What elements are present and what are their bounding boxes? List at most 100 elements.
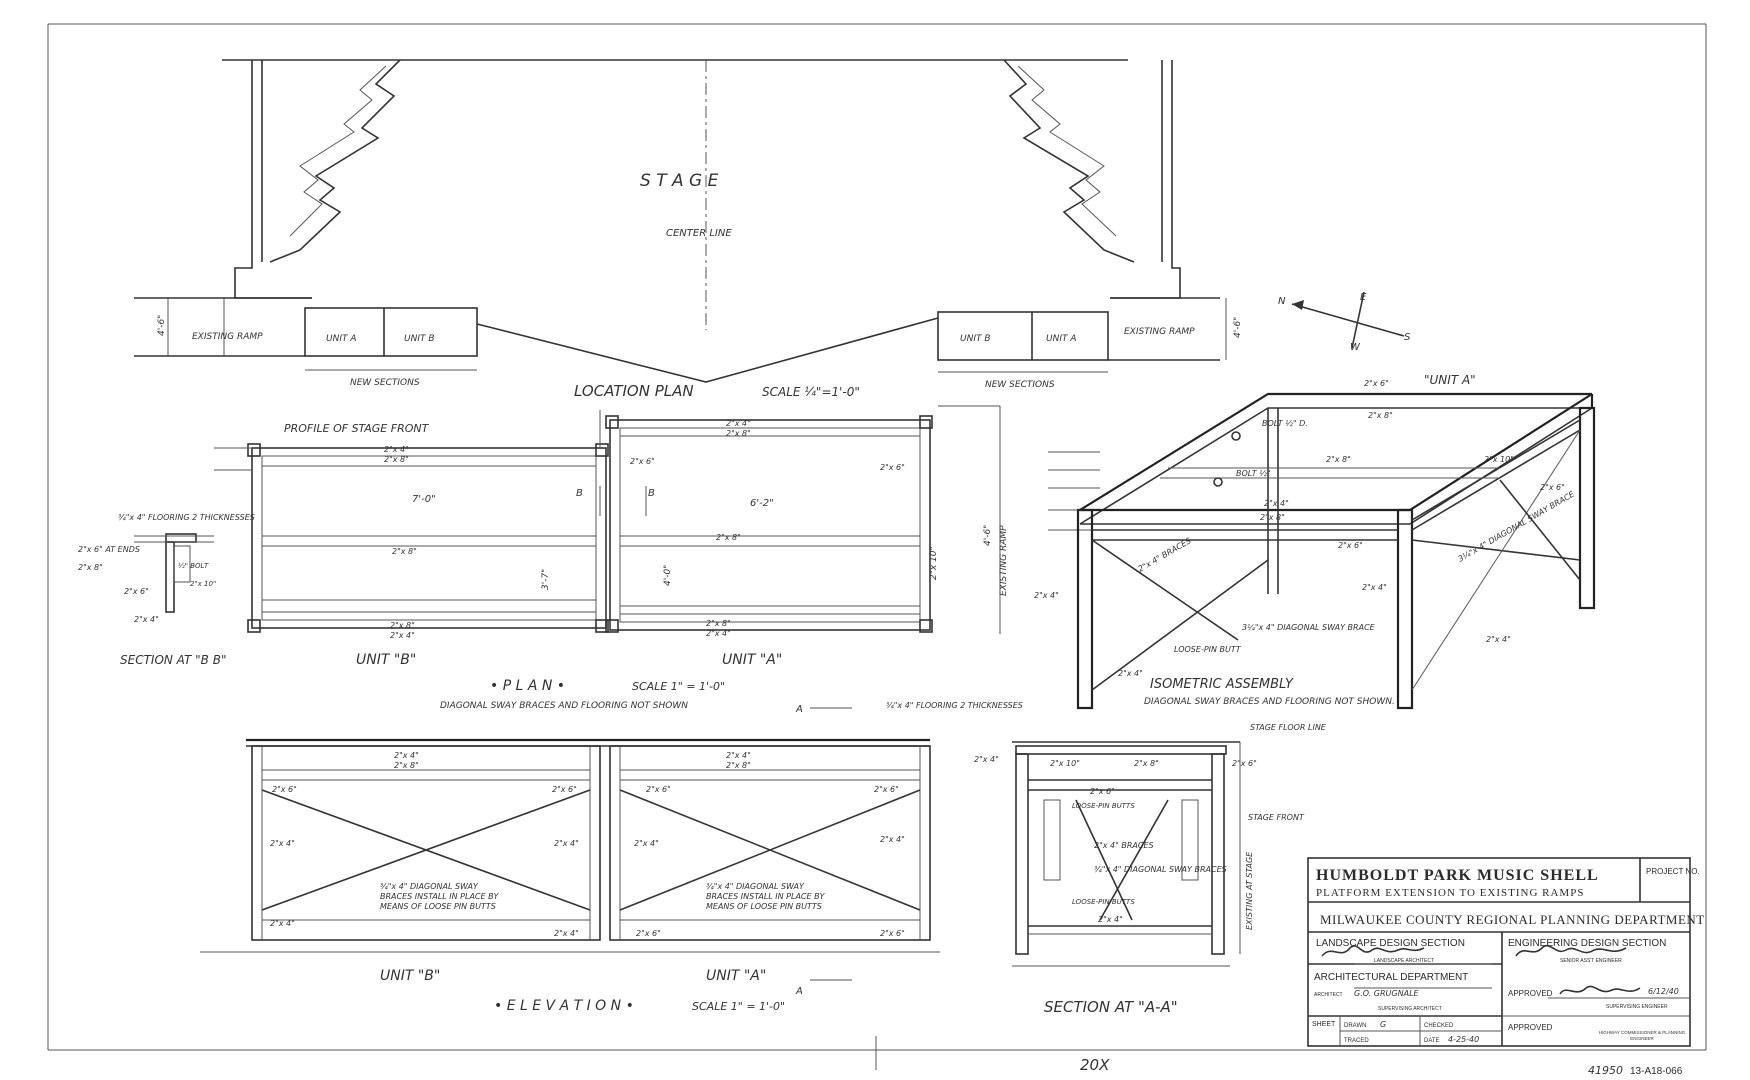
- elev-mark-a-bot: A: [795, 986, 803, 997]
- tb-sheet-label: SHEET: [1312, 1021, 1336, 1028]
- section-aa-title: SECTION AT "A-A": [1044, 998, 1178, 1016]
- signature-engineering: [1515, 944, 1627, 957]
- iso-bolt-label: BOLT ½" D.: [1262, 419, 1308, 428]
- title-block: [1307, 857, 1691, 1047]
- plan-a-2x8-bot: 2"x 8": [706, 619, 731, 628]
- elev-a-2x6-r: 2"x 6": [874, 785, 899, 794]
- section-aa-diag: ¾"x 4" DIAGONAL SWAY BRACES: [1094, 865, 1227, 874]
- section-bb-2x8: 2"x 8": [78, 563, 103, 572]
- tb-date-label: DATE: [1424, 1038, 1440, 1044]
- compass-w: W: [1350, 342, 1361, 353]
- tb-subtitle: PLATFORM EXTENSION TO EXISTING RAMPS: [1316, 887, 1584, 899]
- section-aa-2x8: 2"x 8": [1134, 759, 1159, 768]
- compass-n: N: [1278, 296, 1286, 307]
- tb-architect-label: ARCHITECT: [1314, 992, 1343, 998]
- tb-project-no-label: PROJECT NO.: [1646, 867, 1700, 876]
- tb-architect-name: G.O. GRUGNALE: [1354, 989, 1420, 998]
- tb-supervising-engineer: SUPERVISING ENGINEER: [1606, 1004, 1668, 1010]
- new-sections-left-label: NEW SECTIONS: [350, 378, 420, 388]
- section-bb-2x6: 2"x 6": [124, 587, 149, 596]
- elev-flooring: ¾"x 4" FLOORING 2 THICKNESSES: [886, 701, 1023, 710]
- iso-2x4-left: 2"x 4": [1034, 591, 1059, 600]
- dim-4-6-right: 4'-6": [1233, 317, 1243, 338]
- tb-landscape: LANDSCAPE DESIGN SECTION: [1316, 938, 1465, 949]
- margin-drawing-no: 13-A18-066: [1630, 1066, 1683, 1077]
- section-aa-existing: EXISTING AT STAGE: [1245, 851, 1254, 930]
- tb-highway-commissioner: HIGHWAY COMMISSIONER & PLANNING ENGINEER: [1599, 1030, 1685, 1041]
- elev-b-2x6-r: 2"x 6": [552, 785, 577, 794]
- plan-a-2x8-mid: 2"x 8": [716, 533, 741, 542]
- iso-2x4: 2"x 4": [1264, 499, 1289, 508]
- iso-sway-label: 3¼"x 4" DIAGONAL SWAY BRACE: [1242, 623, 1376, 632]
- iso-bolt2-label: BOLT ½": [1236, 469, 1271, 478]
- margin-scale-note: 20X: [1080, 1056, 1110, 1074]
- elev-b-2x4-br: 2"x 4": [554, 929, 579, 938]
- compass-s: S: [1404, 332, 1411, 343]
- tb-landscape-role: LANDSCAPE ARCHITECT: [1374, 958, 1434, 964]
- elev-b-2x4-l: 2"x 4": [270, 839, 295, 848]
- iso-2x4-low: 2"x 4": [1118, 669, 1143, 678]
- plan-dim-3-7: 3'-7": [541, 569, 551, 590]
- tb-engineering-role: SENIOR ASS'T ENGINEER: [1560, 958, 1622, 964]
- plan-b-2x4-bot: 2"x 4": [390, 631, 415, 640]
- iso-2x6-top: 2"x 6": [1364, 379, 1389, 388]
- section-mark-b-left: B: [576, 488, 583, 499]
- compass: [1291, 291, 1405, 349]
- plan-2x10-right: 2"x 10": [929, 546, 939, 580]
- stage-label: S T A G E: [640, 171, 719, 191]
- section-aa-stage-front: STAGE FRONT: [1248, 813, 1305, 822]
- elev-a-2x8: 2"x 8": [726, 761, 751, 770]
- unit-b-right-label: UNIT B: [960, 334, 991, 344]
- plan-view: [214, 405, 1001, 634]
- elev-scale: SCALE 1" = 1'-0": [692, 1000, 785, 1013]
- plan-b-2x8-top: 2"x 8": [384, 455, 409, 464]
- tb-engineering: ENGINEERING DESIGN SECTION: [1508, 938, 1666, 949]
- elev-b-2x6-l: 2"x 6": [272, 785, 297, 794]
- plan-a-2x6-left: 2"x 6": [630, 457, 655, 466]
- plan-dim-4: 4'-0": [663, 565, 673, 586]
- elev-a-2x4-r: 2"x 4": [880, 835, 905, 844]
- plan-b-2x8-mid: 2"x 8": [392, 547, 417, 556]
- iso-2x10: 2"x 10": [1484, 455, 1514, 464]
- section-bb-bolt: ½" BOLT: [178, 562, 209, 570]
- tb-date-value: 4-25-40: [1448, 1035, 1479, 1044]
- compass-e: E: [1360, 292, 1367, 303]
- section-bb-2x10: 2"x 10": [190, 580, 216, 588]
- elev-title: • E L E V A T I O N •: [494, 998, 634, 1014]
- section-mark-b-right: B: [648, 488, 655, 499]
- iso-2x4-right: 2"x 4": [1362, 583, 1387, 592]
- tb-department: MILWAUKEE COUNTY REGIONAL PLANNING DEPAR…: [1320, 912, 1705, 927]
- iso-2x6-right: 2"x 6": [1540, 483, 1565, 492]
- tb-drawn-label: DRAWN: [1344, 1023, 1366, 1029]
- location-plan-scale: SCALE ¼"=1'-0": [762, 385, 860, 399]
- tb-project: HUMBOLDT PARK MUSIC SHELL: [1316, 867, 1599, 884]
- iso-butt-label: LOOSE-PIN BUTT: [1174, 645, 1242, 654]
- plan-unit-b-label: UNIT "B": [356, 652, 416, 668]
- plan-a-2x4-top: 2"x 4": [726, 419, 751, 428]
- elev-a-2x4-l: 2"x 4": [634, 839, 659, 848]
- plan-scale: SCALE 1" = 1'-0": [632, 680, 725, 693]
- tb-architectural: ARCHITECTURAL DEPARTMENT: [1314, 972, 1468, 983]
- iso-braces: 2"x 4" BRACES: [1137, 536, 1193, 574]
- plan-unit-a-label: UNIT "A": [722, 652, 782, 668]
- section-aa-loose-pin-bot: LOOSE-PIN BUTTS: [1072, 898, 1135, 906]
- signature-approved: [1559, 985, 1641, 995]
- tb-checked-label: CHECKED: [1424, 1023, 1454, 1029]
- elevation-view: [200, 707, 940, 981]
- plan-dim-7: 7'-0": [412, 494, 436, 505]
- elev-unit-a-label: UNIT "A": [706, 968, 766, 984]
- tb-approved-date: 6/12/40: [1648, 987, 1679, 996]
- elev-brace-note-a: ¾"x 4" DIAGONAL SWAY BRACES INSTALL IN P…: [706, 882, 824, 911]
- unit-a-right-label: UNIT A: [1046, 334, 1077, 344]
- elev-mark-a-top: A: [795, 704, 803, 715]
- new-sections-right-label: NEW SECTIONS: [985, 380, 1055, 390]
- unit-b-left-label: UNIT B: [404, 334, 435, 344]
- plan-dim-4-6: 4'-6": [983, 525, 993, 546]
- iso-2x8-low: 2"x 8": [1260, 513, 1285, 522]
- location-plan-title: LOCATION PLAN: [574, 382, 694, 400]
- section-aa-2x6-mid: 2"x 6": [1090, 787, 1115, 796]
- location-plan: [134, 59, 1227, 383]
- sheet-border: [47, 23, 1707, 1070]
- section-aa-loose-pin-top: LOOSE-PIN BUTTS: [1072, 802, 1135, 810]
